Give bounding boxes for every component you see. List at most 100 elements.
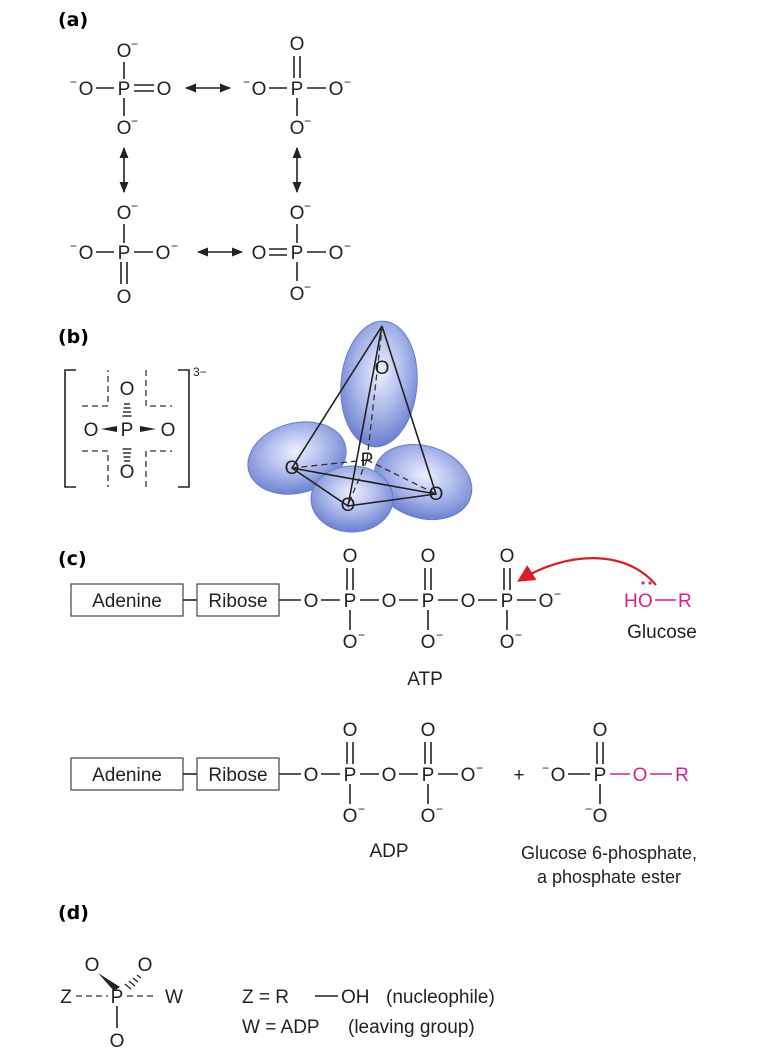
- svg-text:−: −: [476, 761, 483, 775]
- glucose-6-phosphate-structure: − O O P − O O R Glucose 6-phosphate, a p…: [521, 720, 697, 887]
- svg-text:O: O: [290, 203, 305, 224]
- transition-state-structure: O O Z P W O: [60, 955, 183, 1052]
- svg-text:O: O: [539, 591, 554, 612]
- resonance-structure-4: O − O P O − O −: [252, 199, 351, 305]
- svg-text:O: O: [382, 591, 397, 612]
- svg-text:−: −: [70, 75, 77, 89]
- svg-text:O: O: [285, 458, 300, 479]
- svg-text:P: P: [118, 79, 131, 100]
- svg-text:Adenine: Adenine: [92, 591, 162, 612]
- svg-text:−: −: [304, 114, 311, 128]
- svg-text:Z: Z: [60, 987, 72, 1008]
- svg-text:Adenine: Adenine: [92, 765, 162, 786]
- svg-text:(leaving group): (leaving group): [348, 1017, 475, 1038]
- svg-text:O: O: [329, 79, 344, 100]
- svg-text:−: −: [542, 761, 549, 775]
- svg-text:O: O: [500, 546, 515, 567]
- atp-structure: Adenine Ribose O O P O − O O P O − O O P: [70, 546, 561, 690]
- svg-text:O: O: [84, 420, 99, 441]
- product-name-line-2: a phosphate ester: [537, 867, 681, 887]
- panel-a-label: (a): [58, 9, 88, 31]
- svg-text:O: O: [429, 484, 444, 505]
- svg-text:O: O: [421, 632, 436, 653]
- svg-text:P: P: [111, 987, 124, 1008]
- svg-text:R: R: [675, 765, 689, 786]
- svg-text:P: P: [422, 765, 435, 786]
- svg-text:Ribose: Ribose: [208, 591, 267, 612]
- svg-text:P: P: [291, 79, 304, 100]
- svg-text:O: O: [85, 955, 100, 976]
- svg-text:P: P: [361, 450, 374, 471]
- svg-text:Ribose: Ribose: [208, 765, 267, 786]
- svg-text:O: O: [593, 720, 608, 741]
- adenine-box-adp: [70, 757, 184, 791]
- svg-text:−: −: [131, 114, 138, 128]
- svg-text:R: R: [678, 591, 692, 612]
- adenine-box: [70, 583, 184, 617]
- atp-label: ATP: [407, 669, 443, 690]
- svg-text:O: O: [79, 79, 94, 100]
- svg-text:O: O: [117, 41, 132, 62]
- svg-text:O: O: [343, 720, 358, 741]
- svg-text:O: O: [79, 243, 94, 264]
- svg-text:OH: OH: [341, 987, 370, 1008]
- nucleophilic-attack-arrow: [517, 557, 657, 586]
- svg-text:O: O: [633, 765, 648, 786]
- glucose-label: Glucose: [627, 622, 697, 643]
- resonance-structure-2: O − O P O − O −: [243, 34, 351, 139]
- svg-text:O: O: [117, 287, 132, 308]
- svg-text:O: O: [117, 118, 132, 139]
- svg-text:O: O: [252, 243, 267, 264]
- svg-text:−: −: [243, 75, 250, 89]
- svg-text:Z = R: Z = R: [242, 987, 289, 1008]
- svg-text:P: P: [291, 243, 304, 264]
- svg-text:P: P: [594, 765, 607, 786]
- svg-text:−: −: [131, 199, 138, 213]
- svg-text:−: −: [131, 37, 138, 51]
- tetrahedral-orbital-model: O P O O O: [247, 320, 473, 533]
- svg-text:P: P: [422, 591, 435, 612]
- svg-text:O: O: [421, 720, 436, 741]
- svg-text:W: W: [165, 987, 183, 1008]
- svg-text:O: O: [343, 806, 358, 827]
- ribose-box-adp: [196, 757, 280, 791]
- ribose-box: [196, 583, 280, 617]
- svg-text:O: O: [117, 203, 132, 224]
- resonance-structure-3: O − − O P O − O: [70, 199, 178, 308]
- svg-text:O: O: [138, 955, 153, 976]
- svg-text:O: O: [156, 243, 171, 264]
- svg-text:−: −: [344, 239, 351, 253]
- svg-text:O: O: [593, 806, 608, 827]
- svg-text:−: −: [304, 280, 311, 294]
- svg-text:O: O: [341, 495, 356, 516]
- svg-text:−: −: [70, 239, 77, 253]
- svg-text:(nucleophile): (nucleophile): [386, 987, 495, 1008]
- panel-d-label: (d): [58, 902, 89, 924]
- svg-text:−: −: [358, 802, 365, 816]
- svg-text:O: O: [110, 1031, 125, 1052]
- panel-c-label: (c): [58, 548, 87, 570]
- product-name-line-1: Glucose 6-phosphate,: [521, 843, 697, 863]
- adp-structure: Adenine Ribose O O P O − O O P O − O − A…: [70, 720, 483, 862]
- panel-b-label: (b): [58, 326, 89, 348]
- svg-text:O: O: [120, 379, 135, 400]
- svg-text:−: −: [585, 802, 592, 816]
- glucose-hydroxyl: H O R Glucose: [624, 581, 697, 643]
- svg-text:O: O: [461, 765, 476, 786]
- svg-text:−: −: [436, 628, 443, 642]
- svg-text:O: O: [290, 34, 305, 55]
- svg-text:H: H: [624, 591, 638, 612]
- svg-text:3−: 3−: [193, 365, 207, 379]
- svg-text:O: O: [638, 591, 653, 612]
- svg-text:O: O: [343, 546, 358, 567]
- svg-text:W = ADP: W = ADP: [242, 1017, 320, 1038]
- svg-text:−: −: [358, 628, 365, 642]
- svg-text:O: O: [382, 765, 397, 786]
- plus-sign: +: [513, 765, 524, 786]
- svg-text:P: P: [344, 591, 357, 612]
- svg-text:O: O: [461, 591, 476, 612]
- svg-text:O: O: [157, 79, 172, 100]
- svg-text:−: −: [436, 802, 443, 816]
- svg-text:−: −: [554, 587, 561, 601]
